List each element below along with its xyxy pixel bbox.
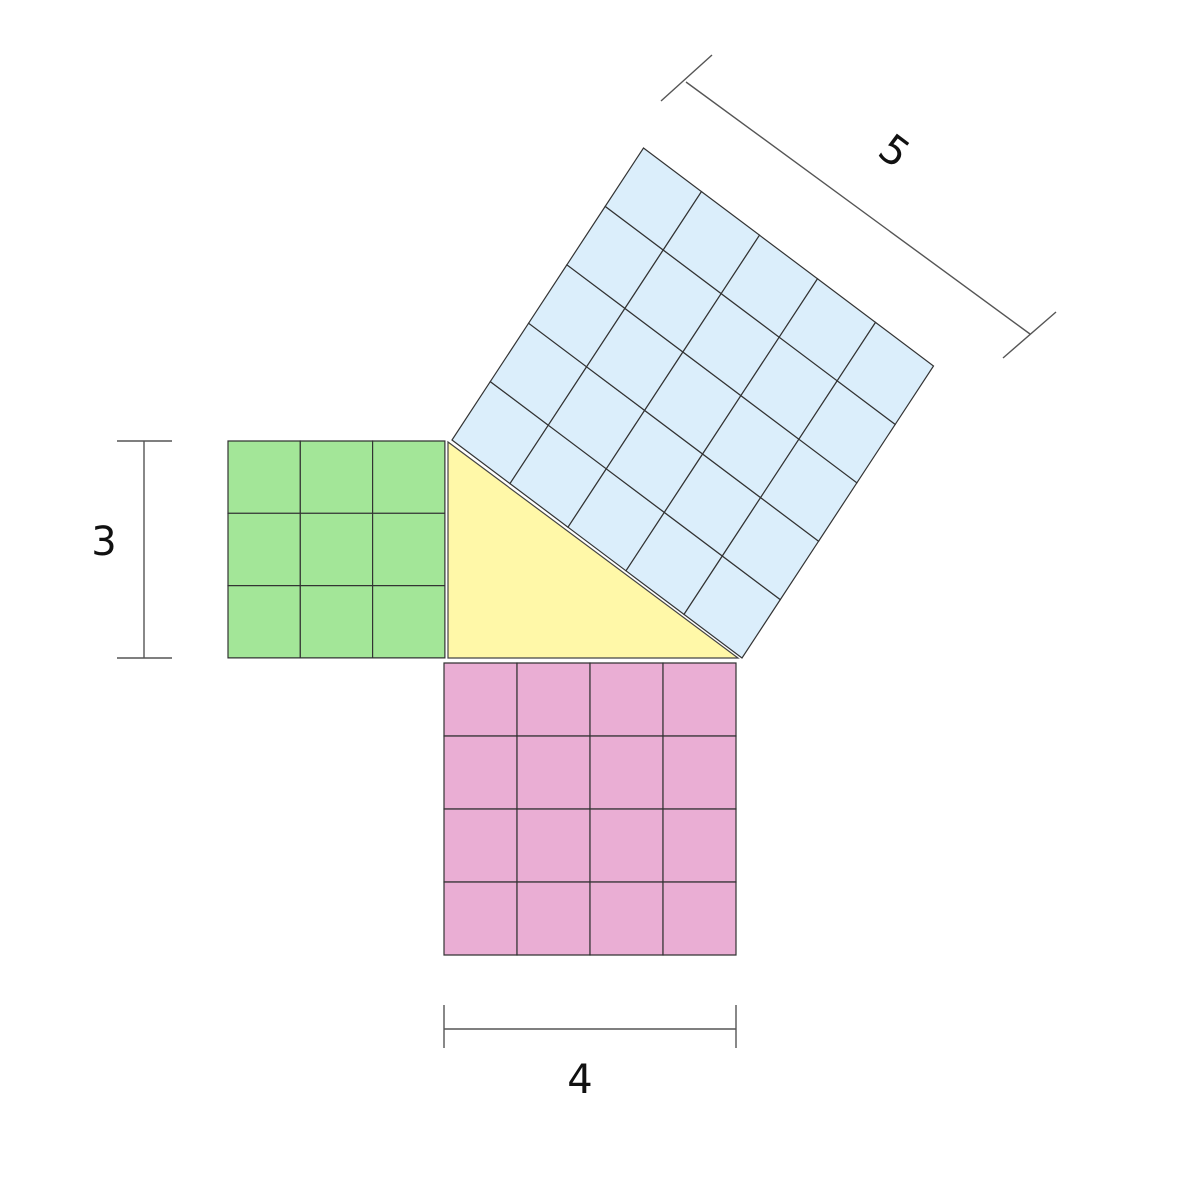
tile bbox=[662, 808, 737, 883]
tile bbox=[516, 808, 591, 883]
tile bbox=[516, 662, 591, 737]
tile bbox=[299, 440, 374, 514]
tile bbox=[443, 735, 518, 810]
label-side-b: 4 bbox=[567, 1057, 592, 1103]
tile bbox=[443, 808, 518, 883]
tile bbox=[516, 881, 591, 956]
tile bbox=[299, 584, 374, 659]
tile bbox=[589, 881, 664, 956]
tile bbox=[836, 321, 935, 426]
tile bbox=[443, 881, 518, 956]
tile bbox=[589, 808, 664, 883]
tile bbox=[589, 735, 664, 810]
tile bbox=[662, 735, 737, 810]
tile bbox=[443, 662, 518, 737]
tile bbox=[227, 440, 301, 514]
square-side-a bbox=[227, 440, 446, 659]
tile bbox=[227, 512, 301, 587]
tile bbox=[372, 440, 446, 514]
tile bbox=[662, 881, 737, 956]
right-triangle bbox=[447, 440, 740, 659]
dimension-side-b: 4 bbox=[443, 1005, 737, 1103]
tile bbox=[589, 662, 664, 737]
tile bbox=[372, 512, 446, 587]
square-side-b bbox=[443, 662, 737, 956]
label-side-c: 5 bbox=[870, 126, 918, 178]
tile bbox=[299, 512, 374, 587]
square-side-c bbox=[451, 147, 935, 659]
label-side-a: 3 bbox=[91, 519, 116, 565]
dimension-side-a: 3 bbox=[91, 440, 172, 659]
tile bbox=[516, 735, 591, 810]
tile bbox=[372, 584, 446, 659]
tile bbox=[227, 584, 301, 659]
tile bbox=[662, 662, 737, 737]
